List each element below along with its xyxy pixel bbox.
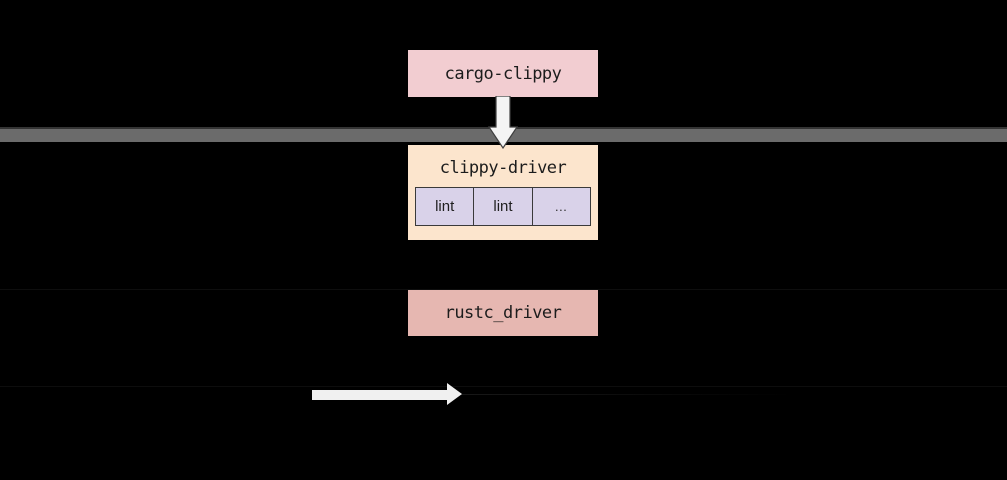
lint-row: lint lint … <box>415 187 591 226</box>
node-rustc-driver: rustc_driver <box>408 290 598 336</box>
legend-arrow-head <box>447 383 462 405</box>
lint-ellipsis-cell: … <box>532 188 590 225</box>
legend-right-arrow-icon <box>312 383 462 405</box>
lint-cell: lint <box>474 188 532 225</box>
clippy-driver-label: clippy-driver <box>439 158 567 178</box>
legend-arrow-shaft <box>312 390 448 400</box>
faint-hairline-middle <box>0 386 1007 387</box>
cargo-clippy-label: cargo-clippy <box>444 63 562 84</box>
node-cargo-clippy: cargo-clippy <box>408 50 598 97</box>
down-arrow-icon <box>487 96 519 149</box>
faint-hairline-top <box>0 289 1007 290</box>
node-clippy-driver: clippy-driver lint lint … <box>408 145 598 240</box>
lint-cell: lint <box>416 188 474 225</box>
faint-hairline-short <box>455 394 795 395</box>
rustc-driver-label: rustc_driver <box>444 303 562 323</box>
